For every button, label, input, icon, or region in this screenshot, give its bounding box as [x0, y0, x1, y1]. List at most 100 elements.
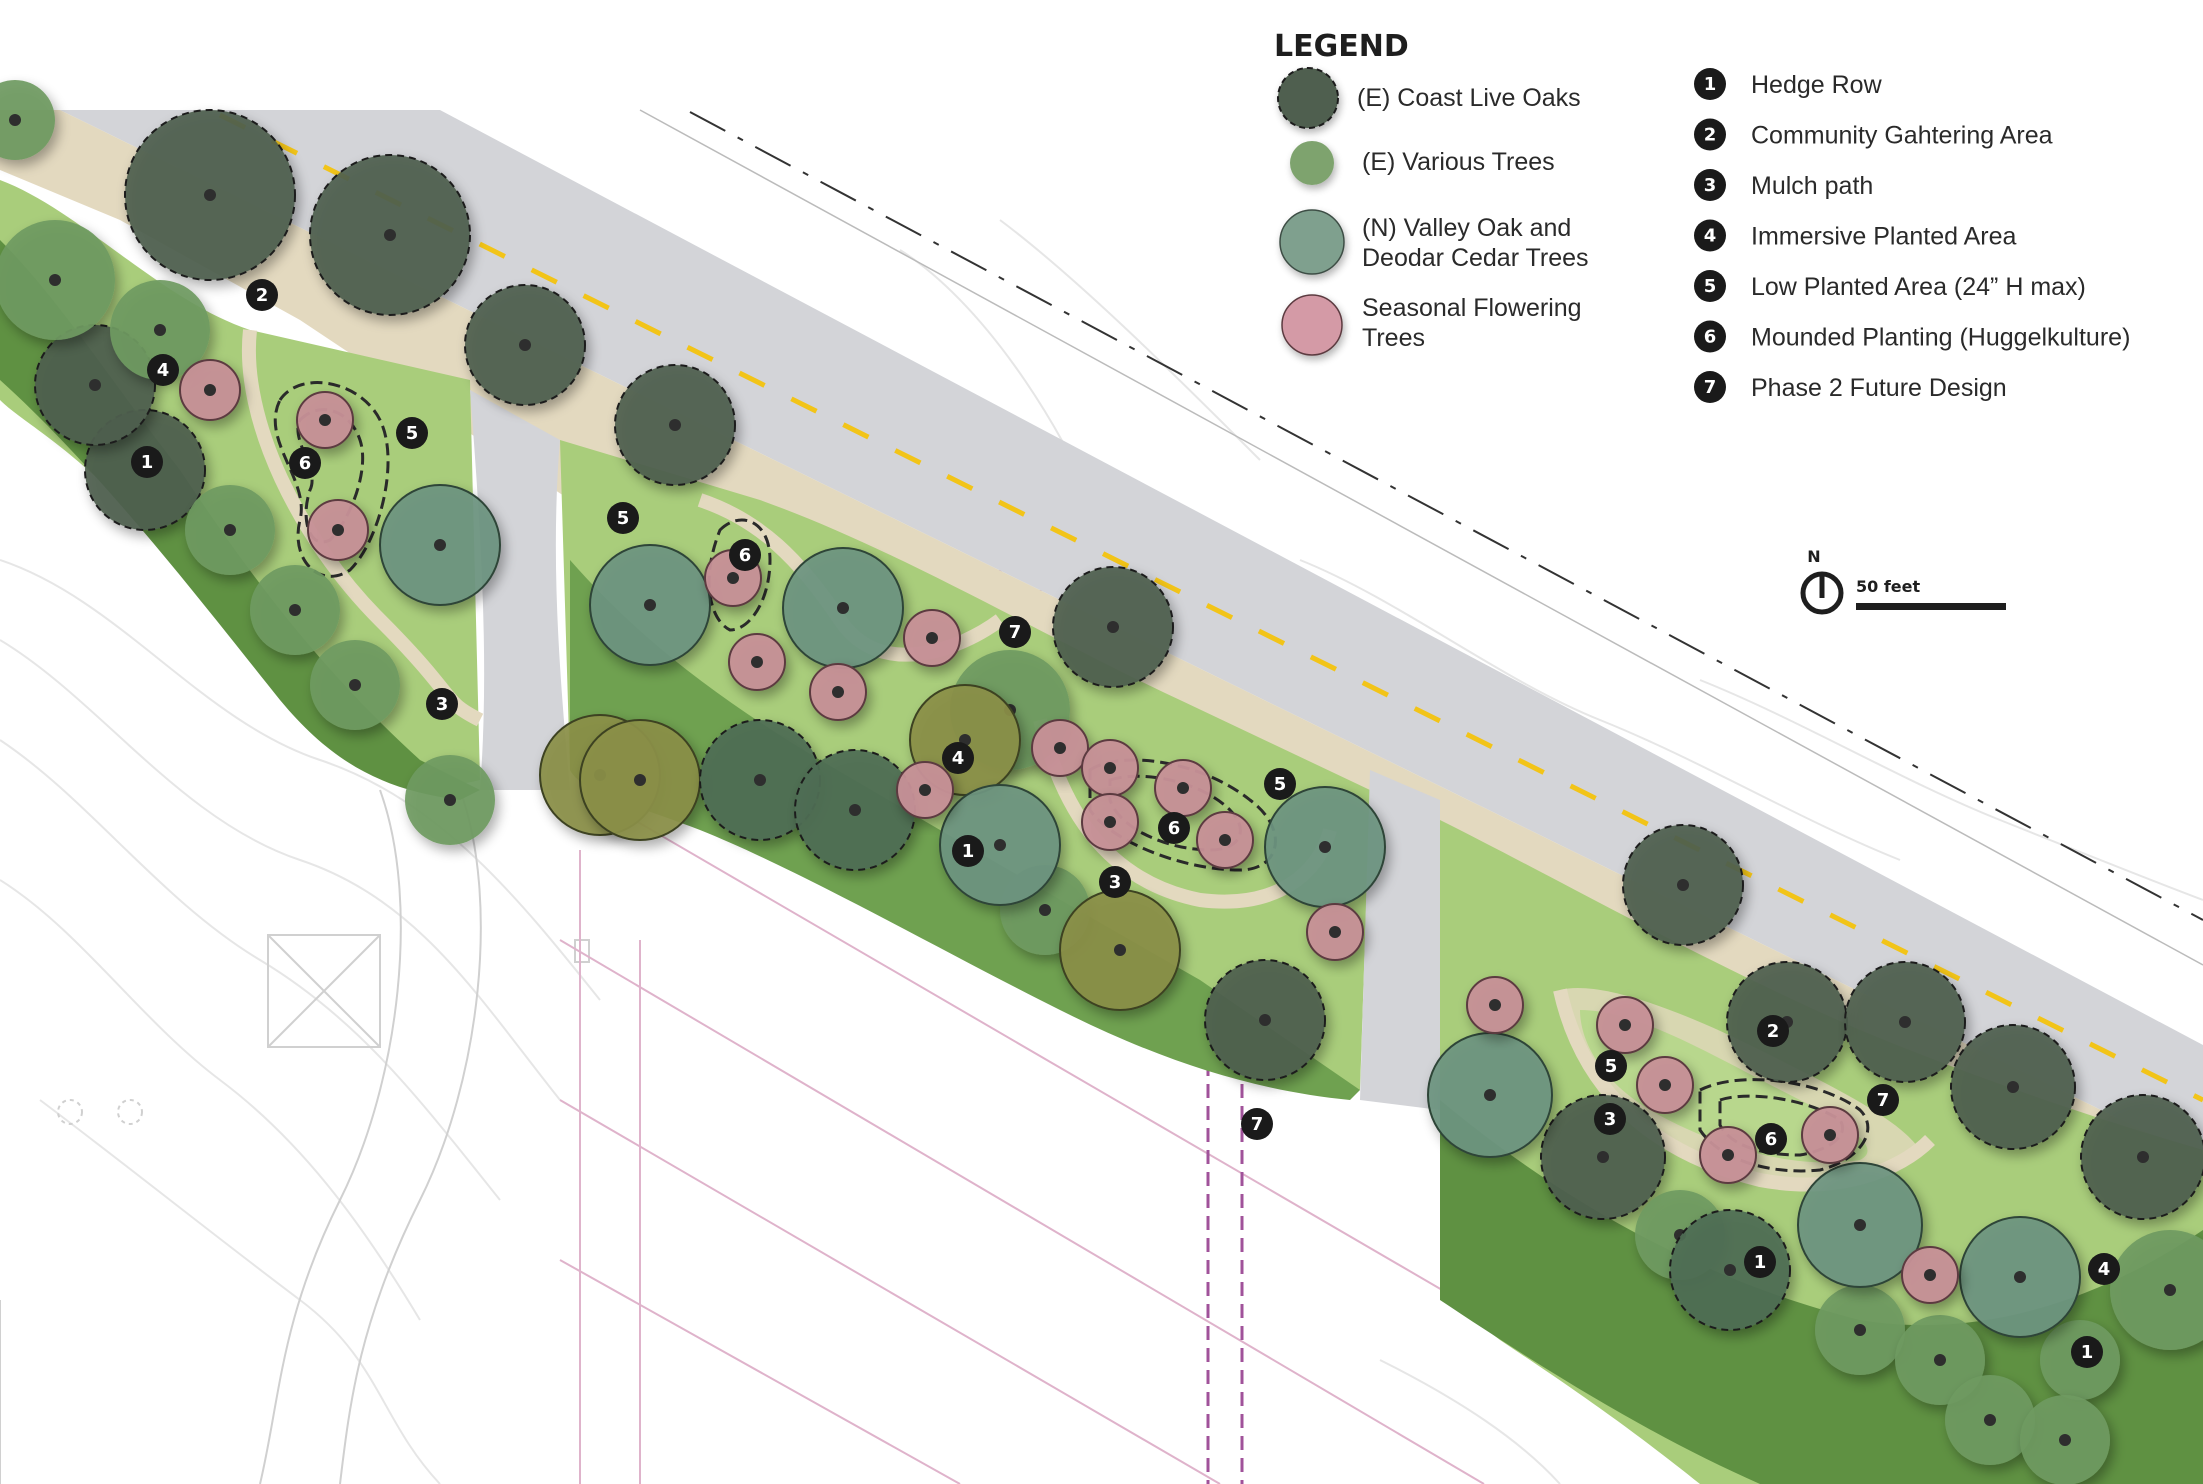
legend-key-badge [1694, 219, 1726, 252]
marker-number: 5 [1605, 1056, 1618, 1077]
marker-number: 7 [1009, 622, 1022, 643]
legend-label-coast-live-oaks: (E) Coast Live Oaks [1357, 84, 1581, 112]
map-marker-5: 5 [1595, 1050, 1627, 1082]
tree-trunk-dot [849, 804, 861, 816]
legend-key-label: Hedge Row [1751, 71, 1883, 99]
map-marker-6: 6 [289, 447, 321, 479]
legend-key-label: Phase 2 Future Design [1751, 374, 2007, 402]
tree-trunk-dot [332, 524, 344, 536]
tree-trunk-dot [1329, 926, 1341, 938]
marker-number: 5 [406, 423, 419, 444]
tree-trunk-dot [444, 794, 456, 806]
tree-trunk-dot [2059, 1434, 2071, 1446]
marker-number: 5 [1274, 774, 1287, 795]
tree-trunk-dot [1054, 742, 1066, 754]
marker-number: 4 [2098, 1259, 2111, 1280]
north-label: N [1807, 547, 1820, 566]
tree-trunk-dot [2014, 1271, 2026, 1283]
coast-live-oak-swatch [1277, 67, 1339, 129]
tree-layer [0, 80, 2203, 1484]
tree-trunk-dot [2007, 1081, 2019, 1093]
legend-key-badge [1694, 270, 1726, 302]
tree-trunk-dot [837, 602, 849, 614]
tree-trunk-dot [49, 274, 61, 286]
tree-trunk-dot [224, 524, 236, 536]
marker-badge [426, 688, 458, 720]
marker-badge [1755, 1123, 1787, 1155]
legend-key-badge [1694, 169, 1726, 201]
legend-key-badge [1694, 320, 1726, 353]
tree-trunk-dot [1114, 944, 1126, 956]
tree-trunk-dot [727, 572, 739, 584]
map-marker-5: 5 [607, 502, 639, 534]
legend-key-label: Immersive Planted Area [1751, 223, 2016, 251]
marker-badge [1264, 768, 1296, 800]
tree-trunk-dot [204, 384, 216, 396]
tree-trunk-dot [349, 679, 361, 691]
marker-badge [1158, 812, 1190, 844]
tree-trunk-dot [926, 632, 938, 644]
tree-trunk-dot [1659, 1079, 1671, 1091]
tree-trunk-dot [434, 539, 446, 551]
tree-trunk-dot [89, 379, 101, 391]
marker-badge [1757, 1015, 1789, 1047]
map-marker-4: 4 [942, 742, 974, 774]
tree-trunk-dot [1219, 834, 1231, 846]
legend-label-flowering-1: Seasonal Flowering [1362, 294, 1582, 322]
marker-number: 1 [962, 841, 975, 862]
marker-number: 4 [952, 748, 965, 769]
tree-trunk-dot [1484, 1089, 1496, 1101]
legend-key-number: 3 [1704, 175, 1717, 196]
tree-trunk-dot [644, 599, 656, 611]
marker-badge [396, 417, 428, 449]
tree-trunk-dot [384, 229, 396, 241]
driveways [470, 390, 1440, 1110]
marker-badge [729, 539, 761, 571]
tree-trunk-dot [1984, 1414, 1996, 1426]
map-marker-5: 5 [396, 417, 428, 449]
legend-item-coast-live-oaks: (E) Coast Live Oaks [1277, 67, 1581, 129]
marker-badge [147, 354, 179, 386]
marker-number: 6 [739, 545, 752, 566]
tree-trunk-dot [154, 324, 166, 336]
marker-badge [999, 616, 1031, 648]
contour-lines [0, 219, 2203, 1484]
legend-key-number: 1 [1704, 74, 1717, 95]
tree-trunk-dot [754, 774, 766, 786]
tree-trunk-dot [994, 839, 1006, 851]
marker-number: 1 [141, 452, 154, 473]
tree-trunk-dot [1724, 1264, 1736, 1276]
map-marker-4: 4 [2088, 1253, 2120, 1285]
marker-number: 2 [256, 285, 269, 306]
map-marker-6: 6 [729, 539, 761, 571]
legend-item-various-trees: (E) Various Trees [1290, 141, 1555, 185]
legend-label-valley-oak-1: (N) Valley Oak and [1362, 214, 1571, 242]
legend-key-badge [1694, 68, 1726, 100]
legend-key-label: Mounded Planting (Huggelkulture) [1751, 324, 2130, 352]
legend-key-label: Community Gahtering Area [1751, 122, 2053, 150]
marker-badge [1594, 1103, 1626, 1135]
site-elements [0, 789, 590, 1484]
marker-number: 3 [436, 694, 449, 715]
map-marker-7: 7 [1867, 1084, 1899, 1116]
map-marker-7: 7 [1241, 1108, 1273, 1140]
tree-trunk-dot [289, 604, 301, 616]
map-marker-3: 3 [1099, 866, 1131, 898]
tree-trunk-dot [634, 774, 646, 786]
tree-trunk-dot [1319, 841, 1331, 853]
marker-number: 5 [617, 508, 630, 529]
tree-trunk-dot [1039, 904, 1051, 916]
marker-badge [2088, 1253, 2120, 1285]
marker-badge [1744, 1246, 1776, 1278]
legend-key-label: Low Planted Area (24” H max) [1751, 273, 2086, 301]
marker-badge [1241, 1108, 1273, 1140]
map-marker-3: 3 [1594, 1103, 1626, 1135]
tree-trunk-dot [919, 784, 931, 796]
tree-trunk-dot [1597, 1151, 1609, 1163]
map-marker-4: 4 [147, 354, 179, 386]
tree-trunk-dot [1899, 1016, 1911, 1028]
tree-trunk-dot [1854, 1219, 1866, 1231]
